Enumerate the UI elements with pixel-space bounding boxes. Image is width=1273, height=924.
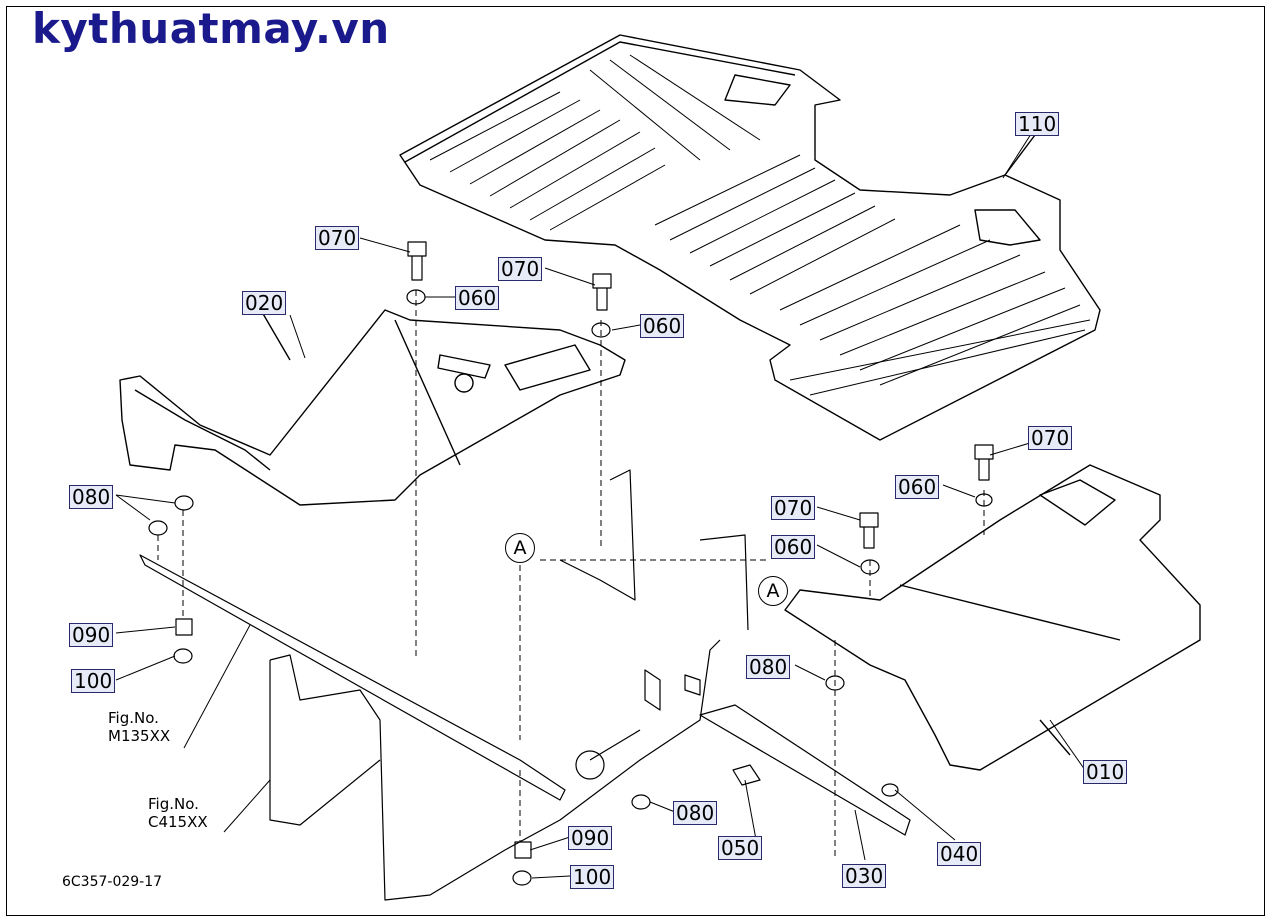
assembly-lines (157, 290, 985, 860)
part-label-020: 020 (242, 291, 287, 315)
part-label-060-right: 060 (895, 475, 940, 499)
part-label-070-center: 070 (771, 496, 816, 520)
part-label-060-mid: 060 (640, 314, 685, 338)
part-label-030: 030 (842, 864, 887, 888)
step-plate-020 (119, 299, 626, 506)
part-label-080-center: 080 (746, 655, 791, 679)
section-marker-a-center: A (505, 533, 535, 563)
floor-mat-110 (399, 34, 1101, 441)
part-label-090-bottom: 090 (568, 826, 613, 850)
part-label-010: 010 (1083, 760, 1128, 784)
part-label-070-right: 070 (1028, 426, 1073, 450)
part-label-070-left: 070 (315, 226, 360, 250)
part-label-100-bottom: 100 (570, 865, 615, 889)
part-label-090-left: 090 (69, 623, 114, 647)
part-label-060-center: 060 (771, 535, 816, 559)
brand-watermark: kythuatmay.vn (32, 4, 390, 53)
fig-ref-c415-line1: Fig.No. (148, 795, 199, 813)
leader-lines (115, 133, 1086, 879)
part-label-110: 110 (1015, 112, 1060, 136)
part-label-040: 040 (937, 842, 982, 866)
part-label-060-left: 060 (455, 286, 500, 310)
part-label-050: 050 (718, 836, 763, 860)
fig-ref-m135: Fig.No. M135XX (108, 709, 170, 745)
fig-ref-m135-line2: M135XX (108, 727, 171, 745)
fig-ref-m135-line1: Fig.No. (108, 709, 159, 727)
section-marker-a-right: A (758, 576, 788, 606)
step-plate-010 (784, 464, 1201, 771)
part-label-100-left: 100 (71, 669, 116, 693)
fig-ref-c415-line2: C415XX (148, 813, 208, 831)
drawing-code: 6C357-029-17 (62, 874, 163, 890)
part-label-080-left: 080 (69, 485, 114, 509)
frame-body (139, 469, 911, 901)
part-label-080-bottom: 080 (673, 801, 718, 825)
fasteners (148, 241, 994, 886)
fig-ref-c415: Fig.No. C415XX (148, 795, 208, 831)
part-label-070-mid: 070 (498, 257, 543, 281)
drawing-frame (6, 6, 1265, 916)
